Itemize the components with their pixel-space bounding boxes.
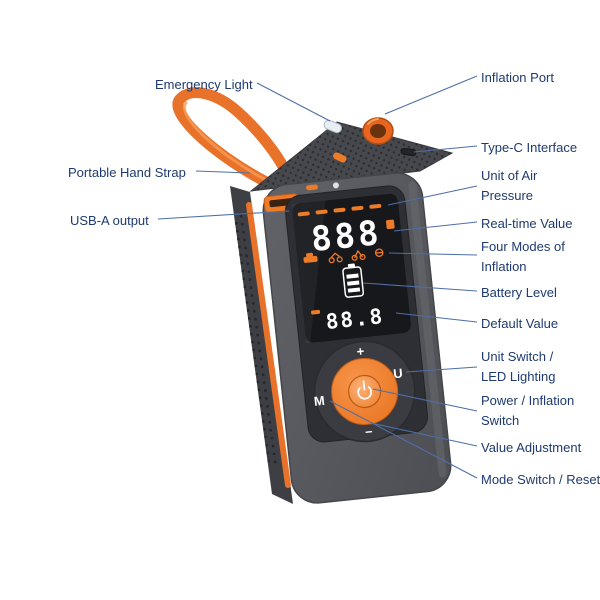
unit-indicators <box>297 203 382 217</box>
callout-usb-a-output: USB-A output <box>70 213 149 228</box>
minus-button: − <box>364 424 374 440</box>
mode-icons-row <box>303 248 384 264</box>
edge-highlight <box>408 181 447 478</box>
power-icon <box>357 380 373 400</box>
device-top-face <box>249 117 454 192</box>
leader-line-mode-switch <box>329 400 478 479</box>
leader-line-four-modes <box>388 252 478 256</box>
control-pad: + − M U <box>313 340 416 443</box>
callout-portable-hand-strap: Portable Hand Strap <box>68 165 186 180</box>
leader-line-unit-switch <box>405 366 478 373</box>
top-orange-indicator <box>333 152 347 163</box>
front-light <box>332 182 339 189</box>
mode-icon-motorcycle <box>328 252 343 264</box>
inflation-port <box>362 117 394 145</box>
screen-glare <box>291 200 326 344</box>
callout-battery-level: Battery Level <box>481 285 557 300</box>
callout-unit-of-air-pressure: Unit of Air Pressure <box>481 168 538 204</box>
leader-line-portable-hand-strap <box>195 170 251 174</box>
callout-emergency-light: Emergency Light <box>155 77 253 92</box>
callout-inflation-port: Inflation Port <box>481 70 554 85</box>
callout-unit-switch-led-lighting: Unit Switch / LED Lighting <box>481 349 556 385</box>
unit-highlight <box>386 219 395 230</box>
mode-icon-car <box>303 252 318 263</box>
leader-line-battery-level <box>362 282 478 292</box>
leader-line-emergency-light <box>256 82 331 122</box>
default-indicator <box>311 309 321 315</box>
device-side-face <box>230 186 293 504</box>
power-button <box>348 374 382 409</box>
speaker-grille-dots <box>234 221 271 463</box>
side-orange-stripe <box>246 202 291 488</box>
hand-strap <box>172 87 292 188</box>
callout-power-inflation-switch: Power / Inflation Switch <box>481 393 575 429</box>
leader-lines <box>157 75 478 479</box>
emergency-light <box>323 119 342 134</box>
type-c-port <box>400 147 417 157</box>
callout-four-modes-of-inflation: Four Modes of Inflation <box>481 239 565 275</box>
callout-type-c-interface: Type-C Interface <box>481 140 578 155</box>
leader-line-power-switch <box>372 388 478 412</box>
leader-line-type-c-interface <box>413 145 478 153</box>
callout-real-time-value: Real-time Value <box>481 216 573 231</box>
leader-line-default-value <box>395 312 478 323</box>
battery-icon <box>342 263 365 298</box>
leader-line-usb-a-output <box>157 210 290 220</box>
mode-icon-ball <box>374 248 384 257</box>
callout-default-value: Default Value <box>481 316 559 331</box>
mode-icon-bicycle <box>351 249 366 261</box>
leader-line-unit-of-air-pressure <box>387 185 478 206</box>
realtime-value-digits: 888 <box>309 213 383 260</box>
leader-line-inflation-port <box>384 75 478 115</box>
leader-line-value-adjustment <box>370 422 478 447</box>
unit-button: U <box>392 365 403 381</box>
led-indicator <box>306 184 318 191</box>
mode-button: M <box>313 393 325 409</box>
leader-line-real-time-value <box>393 221 478 232</box>
plus-button: + <box>356 343 366 359</box>
callout-value-adjustment: Value Adjustment <box>481 440 582 455</box>
callout-mode-switch-reset: Mode Switch / Reset <box>481 472 600 487</box>
